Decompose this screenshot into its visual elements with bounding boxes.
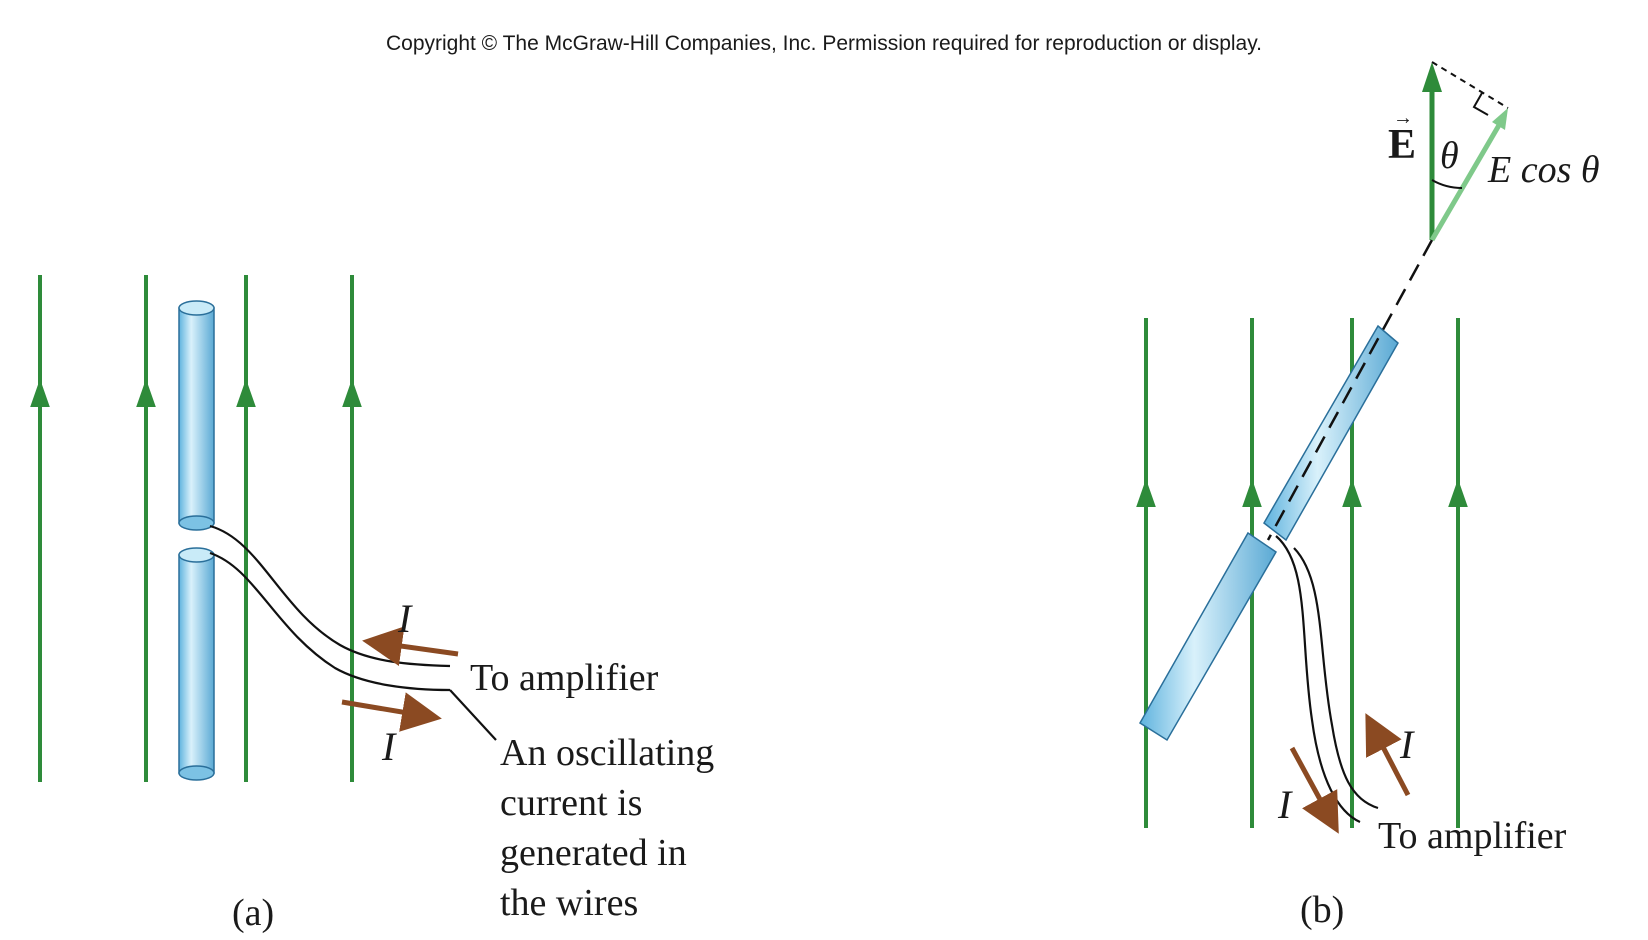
e-cos-theta-arrowhead [1492, 108, 1508, 130]
current-label-up: I [1399, 722, 1415, 767]
e-field-arrowhead [1422, 62, 1442, 92]
to-amplifier-label-a: To amplifier [470, 657, 659, 699]
e-field-label: E [1388, 122, 1416, 168]
current-arrow-right [341, 692, 442, 732]
field-arrowhead [136, 378, 156, 407]
e-cos-theta-vector [1429, 118, 1505, 242]
field-lines-a [30, 275, 362, 782]
antenna-axis-dashed [1266, 239, 1434, 541]
current-arrow-down [1289, 746, 1339, 834]
panel-label-a: (a) [232, 892, 274, 934]
current-arrow-left [362, 626, 459, 666]
note-line: the wires [500, 882, 638, 924]
field-arrowhead [1342, 478, 1362, 507]
antenna-rod-lower [178, 547, 215, 781]
current-arrow-up [1365, 713, 1411, 797]
field-vector-group: E → θ E cos θ [1388, 61, 1600, 242]
oscillating-current-note: An oscillating current is generated in t… [500, 732, 714, 924]
current-label-top: I [397, 596, 413, 641]
copyright-text: Copyright © The McGraw-Hill Companies, I… [386, 32, 1262, 55]
panel-b: I I To amplifier E → θ E cos θ (b) [1136, 61, 1600, 931]
wires-a [209, 524, 497, 741]
note-line: generated in [500, 832, 687, 874]
theta-label: θ [1440, 135, 1459, 177]
projection-dashed [1431, 61, 1509, 109]
field-arrowhead [342, 378, 362, 407]
e-cos-theta-label: E cos θ [1487, 149, 1600, 191]
current-label-bottom: I [381, 724, 397, 769]
wires-b [1275, 535, 1379, 824]
e-field-overarrow: → [1393, 107, 1413, 129]
antenna-rod-upper [178, 300, 215, 531]
note-line: current is [500, 782, 642, 824]
field-lines-b [1136, 318, 1468, 828]
antenna-rod-upper-tilted [1263, 324, 1399, 542]
field-arrowhead [236, 378, 256, 407]
current-label-down: I [1277, 782, 1293, 827]
antenna-rod-lower-tilted [1138, 531, 1277, 742]
field-arrowhead [1448, 478, 1468, 507]
note-line: An oscillating [500, 732, 714, 774]
field-arrowhead [1136, 478, 1156, 507]
angle-arc [1431, 179, 1463, 190]
right-angle-mark [1472, 92, 1489, 116]
to-amplifier-label-b: To amplifier [1378, 815, 1567, 857]
panel-a: I I To amplifier An oscillating current … [30, 275, 714, 934]
field-arrowhead [1242, 478, 1262, 507]
panel-label-b: (b) [1300, 889, 1344, 931]
field-arrowhead [30, 378, 50, 407]
